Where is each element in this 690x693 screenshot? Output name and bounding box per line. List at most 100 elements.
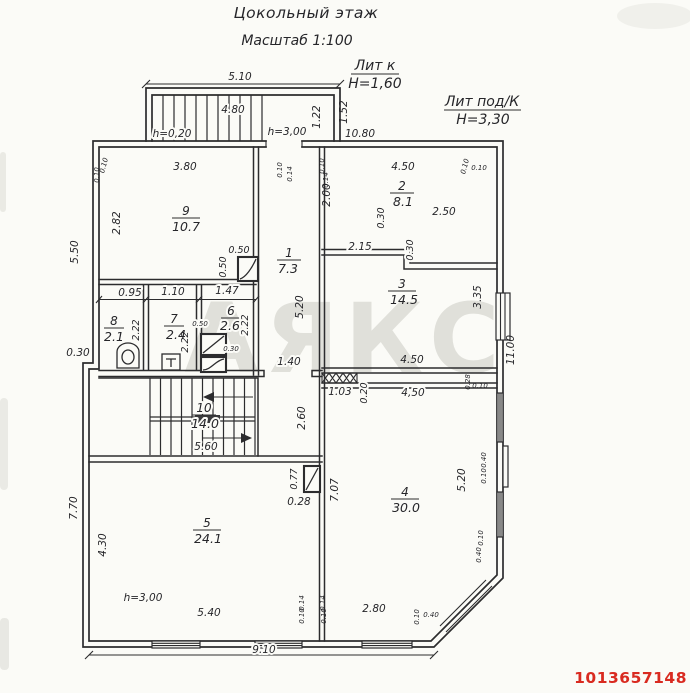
entry-stair-block [141,79,345,142]
dim-label: 0.20 [359,382,370,403]
dimension-lines [84,295,439,660]
room-8-number: 8 [110,314,118,328]
dim-label: 0.10 [477,530,485,546]
dim-label: 11.00 [505,335,517,365]
scan-smudge [0,152,6,212]
dim-label: 4.30 [97,533,109,557]
dim-label: 0.10 [459,157,471,175]
photo-id: 1013657148 [574,669,687,687]
dim-ticks-small-rooms [95,295,260,304]
flue-room4 [302,464,322,494]
dim-label: 10.80 [345,128,375,140]
dim-label: 1.47 [215,285,239,297]
dim-label: 0.77 [289,468,300,489]
dim-label: 0.95 [118,287,142,299]
room-4-area: 30.0 [392,500,420,515]
dim-label: 0.10 [276,162,284,178]
room-6-label: 6 2.6 [218,302,242,335]
room-3-area: 14.5 [390,292,418,307]
dim-label: 0.28 [464,374,472,390]
room-5-number: 5 [203,516,211,530]
room-1-label: 1 7.3 [277,246,301,276]
dim-label: 0.40 [475,547,483,563]
wall-small-room-dividers [142,284,203,371]
scan-smudge [0,398,8,490]
building-walls [82,140,504,648]
room-9-number: 9 [182,204,190,218]
drawing-header: Цокольный этаж Масштаб 1:100 Лит к Н=1,6… [234,4,521,128]
hatched-wall-section [321,372,358,384]
dim-label: 0.30 [376,207,387,228]
dim-label: 0.50 [192,320,208,328]
dim-label: 2.00 [321,183,333,207]
wall-room9-bottom [98,278,257,286]
room-3-label: 3 14.5 [388,277,418,307]
dim-label: 3.35 [472,285,484,309]
dim-label: 0.10 [93,167,101,183]
height-entry-stair: h=0,20 [153,128,192,140]
outer-wall-outline [82,140,504,648]
dim-label: 0.10 [480,468,488,484]
room-7-label: 7 2.4 [164,312,186,342]
dim-ticks-510 [141,79,345,89]
dim-label: 0.10 [318,158,326,174]
dim-label: 5.20 [456,468,468,492]
dim-label: 5.40 [197,607,221,619]
entry-door-jambs [265,141,303,147]
dim-label: 5.60 [194,441,218,453]
room-5-area: 24.1 [194,531,222,546]
hatch-lines [321,372,358,384]
dim-label: 4.50 [391,161,415,173]
dim-label: 0.40 [480,452,488,468]
dim-label: 7.07 [329,478,341,502]
dim-label: 0.50 [218,256,229,277]
dim-label: 4.50 [400,354,424,366]
stair-enclosure [98,377,259,457]
dim-label: 2.22 [131,319,142,340]
sink-icon [161,353,181,371]
dim-label: 0.30 [223,345,239,353]
dim-label: 1.40 [277,356,301,368]
dim-label: 5.20 [294,295,306,319]
dim-label: 1.10 [161,286,185,298]
inner-wall-outline [88,146,498,642]
dim-label: 0.30 [405,239,416,260]
dim-label: 0.10 [472,382,488,390]
room-4-label: 4 30.0 [391,485,420,515]
lit-k-height: Н=1,60 [348,76,402,92]
room-7-number: 7 [170,312,178,326]
dim-label: 4.80 [221,104,245,116]
flue-room9 [236,255,260,283]
room-5-label: 5 24.1 [193,516,222,546]
dim-label: 0.14 [322,172,330,188]
lit-k-label: Лит к [354,58,396,74]
room-8-label: 8 2.1 [104,314,124,344]
dim-label: 5.10 [228,71,252,83]
room-2-label: 2 8.1 [390,179,414,209]
dim-label: 0.28 [287,496,311,508]
dim-label: 0.14 [286,166,294,182]
height-entry: h=3,00 [268,126,307,138]
dim-label: 2.80 [362,603,386,615]
dim-label: 2.22 [180,331,191,352]
room-6-number: 6 [227,304,235,318]
wall-strip-bottom [98,369,323,378]
dim-label: 0.14 [319,595,327,611]
room-7-area: 2.4 [166,327,186,342]
dim-label: 1.22 [311,105,323,129]
height-room5: h=3,00 [124,592,163,604]
window-room4-right-upper [496,392,504,443]
wall-corridor-right [318,146,326,642]
wall-room2-bottom [321,248,498,270]
dim-label: 0.30 [66,347,90,359]
hatch-box [321,372,358,384]
dim-label: 2.50 [432,206,456,218]
dim-label: 1.52 [338,100,350,124]
toilet-icon [116,342,140,369]
entry-stair-treads [162,95,263,141]
windows [151,292,511,649]
room-10-number: 10 [196,401,212,415]
room-9-label: 9 10.7 [172,204,200,234]
height-labels: h=0,20 h=3,00 h=3,00 [124,124,309,604]
